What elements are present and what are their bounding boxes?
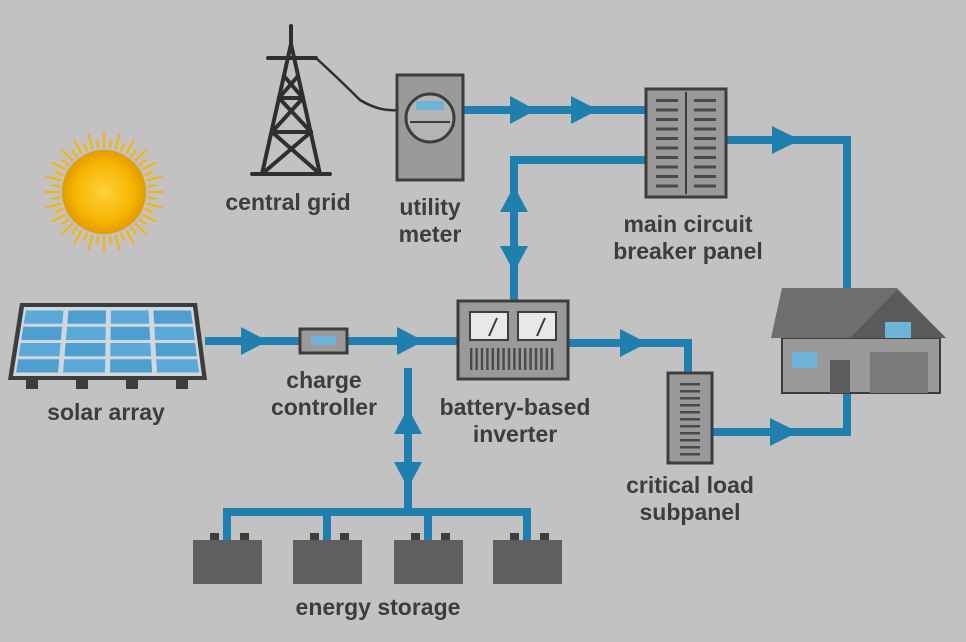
arrow-right-icon [241, 327, 268, 355]
arrow-right-icon [571, 96, 598, 124]
battery-icon [293, 533, 362, 584]
label-utility-meter-line-2: meter [398, 221, 462, 247]
label-charge-controller-line-2: controller [270, 394, 378, 420]
arrow-up-icon [500, 186, 528, 212]
label-inverter-line-1: battery-based [439, 394, 591, 420]
arrow-right-icon [397, 327, 424, 355]
solar-panel-icon [8, 303, 207, 389]
flow-line-inverter-to-subpanel [568, 339, 692, 374]
battery-icon [193, 533, 262, 584]
label-solar-array-text: solar array [47, 399, 165, 425]
label-critical-load-line-1: critical load [626, 472, 754, 498]
label-inverter: battery-based inverter [420, 394, 610, 448]
label-main-panel-line-2: breaker panel [613, 238, 763, 264]
transmission-tower-icon [250, 24, 400, 176]
label-main-panel: main circuit breaker panel [588, 211, 788, 265]
battery-icon [493, 533, 562, 584]
arrow-down-icon [500, 246, 528, 272]
label-critical-load: critical load subpanel [600, 472, 780, 526]
label-charge-controller-line-1: charge [286, 367, 362, 393]
subpanel-icon [666, 371, 714, 465]
arrow-right-icon [620, 329, 647, 357]
label-utility-meter-line-1: utility [399, 194, 461, 220]
label-main-panel-line-1: main circuit [623, 211, 753, 237]
battery-icon [394, 533, 463, 584]
sun-icon [44, 132, 164, 252]
breaker-panel-icon [644, 87, 728, 199]
label-energy-storage: energy storage [268, 594, 488, 621]
flow-arrows [241, 96, 800, 488]
label-central-grid-text: central grid [225, 189, 351, 215]
inverter-icon [456, 299, 570, 381]
label-charge-controller: charge controller [254, 367, 394, 421]
flow-line-subpanel-to-house [712, 392, 851, 436]
label-inverter-line-2: inverter [472, 421, 558, 447]
label-utility-meter: utility meter [370, 194, 490, 248]
flow-line-panel-to-house [726, 136, 851, 288]
label-central-grid: central grid [208, 189, 368, 216]
arrow-right-icon [770, 418, 798, 446]
arrow-down-icon [394, 462, 422, 488]
charge-controller-icon [298, 327, 349, 355]
flow-line-battery-bus [223, 508, 531, 540]
arrow-left-icon [510, 96, 536, 124]
label-solar-array: solar array [26, 399, 186, 426]
arrow-up-icon [394, 408, 422, 434]
label-critical-load-line-2: subpanel [639, 499, 741, 525]
meter-icon [395, 73, 465, 182]
arrow-right-icon [772, 126, 800, 154]
house-icon [771, 288, 946, 394]
label-energy-storage-text: energy storage [295, 594, 461, 620]
